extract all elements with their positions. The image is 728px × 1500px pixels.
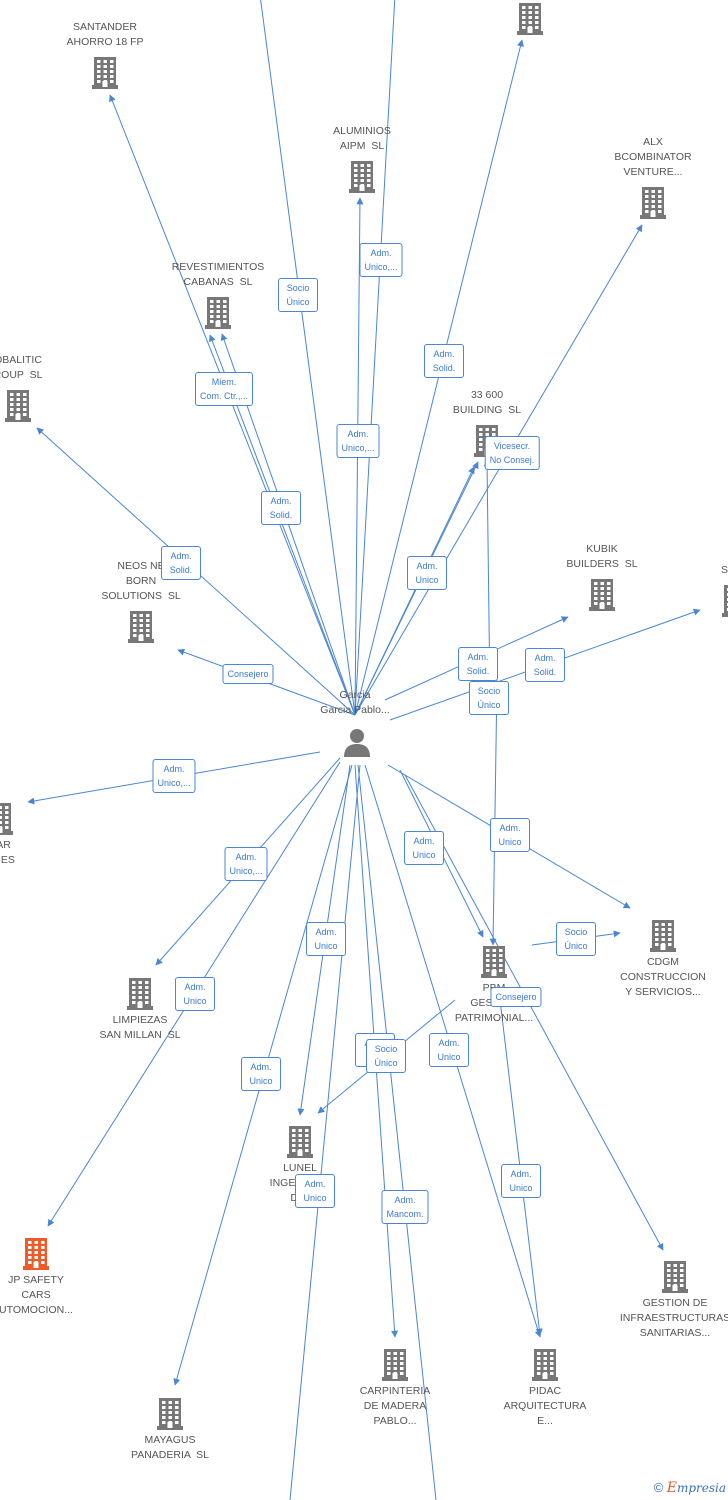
building-icon <box>23 1236 49 1270</box>
building-icon <box>0 801 13 835</box>
company-label: LIMPIEZAS SAN MILLAN SL <box>99 1014 181 1041</box>
center-person-label: Garcia Garcia Pablo... <box>320 689 390 716</box>
building-icon <box>517 1 543 35</box>
building-icon <box>589 577 615 611</box>
building-icon <box>128 609 154 643</box>
building-icon <box>662 1259 688 1293</box>
edge-role-label[interactable]: Adm. Unico <box>241 1057 281 1091</box>
edge-line <box>289 764 361 1500</box>
edge-role-label[interactable]: Socio Único <box>469 681 509 715</box>
edge-line <box>354 0 396 716</box>
company-label: CARPINTERIA DE MADERA PABLO... <box>359 1385 431 1427</box>
edge-role-label[interactable]: Socio Único <box>366 1039 406 1073</box>
footer-brand: © Empresia <box>654 1480 726 1496</box>
edge-role-label[interactable]: Adm. Unico <box>404 831 444 865</box>
edge-role-label[interactable]: Adm. Unico,... <box>224 847 268 881</box>
edge-role-label[interactable]: Adm. Unico,... <box>336 424 380 458</box>
company-label: L SOFT <box>721 564 728 576</box>
company-label: OBALITIC ROUP SL <box>0 354 43 381</box>
company-label: REVESTIMIENTOS CABANAS SL <box>171 261 265 288</box>
edge-line <box>354 224 643 716</box>
edge-role-label[interactable]: Adm. Unico,... <box>152 759 196 793</box>
company-label: PIDAC ARQUITECTURA E... <box>503 1385 587 1427</box>
building-icon <box>5 388 31 422</box>
company-label: SANTANDER AHORRO 18 FP <box>66 21 144 48</box>
building-icon <box>481 944 507 978</box>
company-label: KUBIK BUILDERS SL <box>566 543 638 570</box>
edge-role-label[interactable]: Adm. Mancom. <box>381 1190 429 1224</box>
company-label: MAYAGUS PANADERIA SL <box>130 1434 210 1461</box>
building-icon <box>650 918 676 952</box>
edge-role-label[interactable]: Adm. Solid. <box>424 344 464 378</box>
brand-initial: E <box>666 1480 677 1496</box>
building-icon <box>92 55 118 89</box>
company-label: ALUMINIOS AIPM SL <box>333 125 391 152</box>
company-label: JP SAFETY CARS UTOMOCION... <box>0 1274 73 1316</box>
company-label: NEOS NE BORN SOLUTIONS SL <box>101 560 181 602</box>
company-label: BAR ONES <box>0 839 15 866</box>
edge-role-label[interactable]: Adm. Unico <box>501 1164 541 1198</box>
edge-line <box>404 774 664 1251</box>
edge-role-label[interactable]: Adm. Unico <box>175 977 215 1011</box>
building-icon <box>287 1124 313 1158</box>
edge-role-label[interactable]: Socio Único <box>556 922 596 956</box>
edge-role-label[interactable]: Socio Único <box>278 278 318 312</box>
building-icon <box>640 185 666 219</box>
building-icon <box>532 1347 558 1381</box>
edge-role-label[interactable]: Adm. Unico <box>429 1033 469 1067</box>
company-label: 33 600 BUILDING SL <box>452 389 522 416</box>
company-label: GESTION DE INFRAESTRUCTURAS SANITARIAS..… <box>619 1297 728 1339</box>
edge-role-label[interactable]: Adm. Unico,... <box>359 243 403 277</box>
edge-role-label[interactable]: Vicesecr. No Consej. <box>484 436 540 470</box>
edge-role-label[interactable]: Consejero <box>222 664 274 684</box>
copyright-symbol: © <box>653 1480 664 1495</box>
edge-role-label[interactable]: Miem. Com. Ctr.,... <box>194 372 254 406</box>
edge-role-label[interactable]: Adm. Unico <box>407 556 447 590</box>
edge-role-label[interactable]: Adm. Unico <box>490 818 530 852</box>
edge-role-label[interactable]: Adm. Solid. <box>525 648 565 682</box>
edge-line <box>354 466 475 716</box>
edge-role-label[interactable]: Adm. Unico <box>295 1174 335 1208</box>
edge-role-label[interactable]: Adm. Unico <box>306 922 346 956</box>
building-icon <box>349 159 375 193</box>
building-icon <box>127 976 153 1010</box>
building-icon <box>382 1347 408 1381</box>
edge-role-label[interactable]: Adm. Solid. <box>458 647 498 681</box>
edge-role-label[interactable]: Adm. Solid. <box>161 546 201 580</box>
brand-name: mpresia <box>676 1481 726 1495</box>
edge-line <box>489 679 498 946</box>
edge-line <box>260 0 356 716</box>
company-label: CDGM CONSTRUCCION Y SERVICIOS... <box>620 956 706 998</box>
building-icon <box>722 583 728 617</box>
edge-role-label[interactable]: Consejero <box>490 987 542 1007</box>
edge-role-label[interactable]: Adm. Solid. <box>261 491 301 525</box>
building-icon <box>157 1396 183 1430</box>
person-icon <box>344 729 370 757</box>
building-icon <box>205 295 231 329</box>
company-label: ALX BCOMBINATOR VENTURE... <box>614 136 692 178</box>
edge-line <box>357 764 437 1500</box>
